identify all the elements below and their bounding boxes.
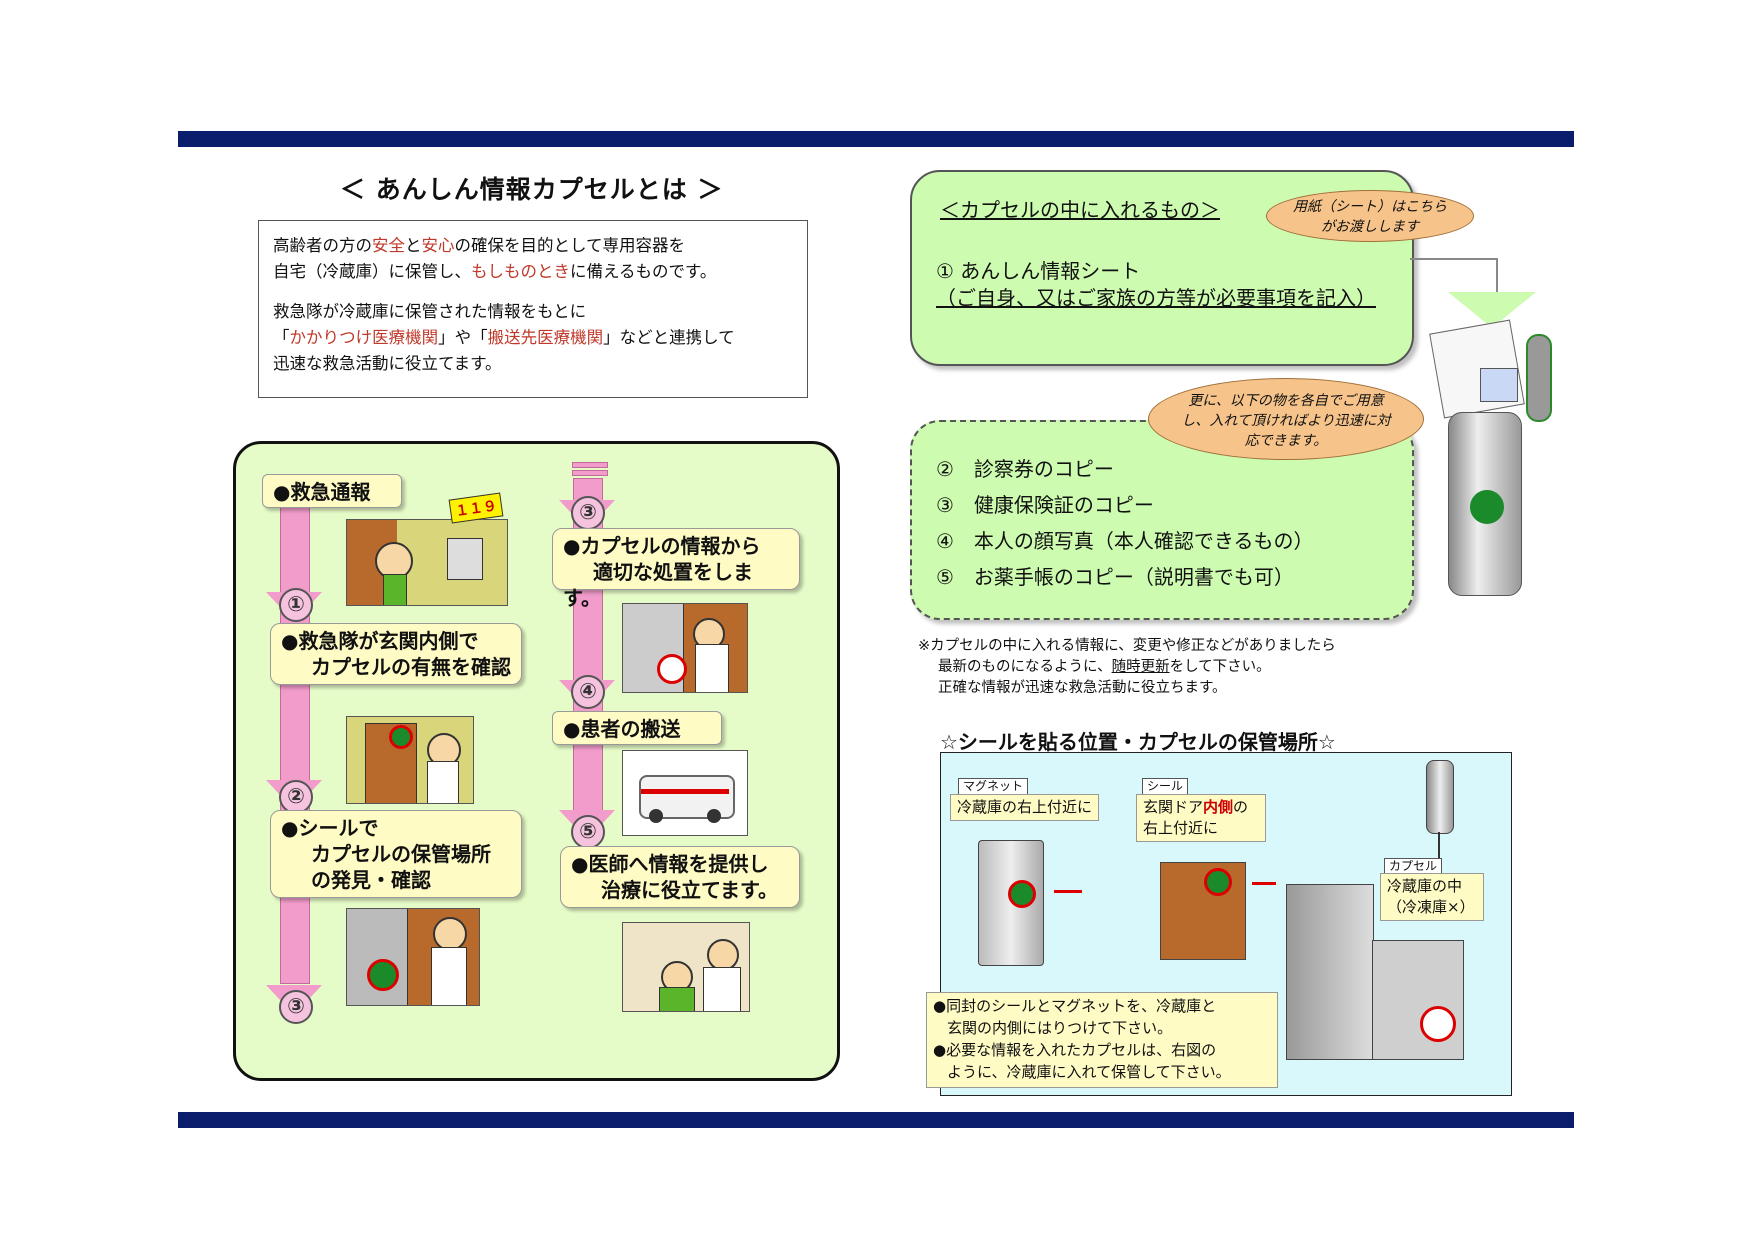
flow-arrow-top-stub: [572, 462, 608, 468]
seal-label: 玄関ドア内側の右上付近に: [1136, 794, 1266, 842]
capsule-tag: カプセル: [1384, 858, 1443, 875]
ambulance-illustration: [622, 750, 748, 836]
update-notice: ※カプセルの中に入れる情報に、変更や修正などがありましたら 最新のものになるよう…: [918, 638, 1336, 696]
emergency-call-illustration: [346, 519, 508, 606]
step-emergency-call: ●救急通報: [262, 474, 402, 508]
capsule-location-marker: [1420, 1006, 1456, 1042]
step-5-box: ●医師へ情報を提供し治療に役立てます。: [560, 846, 800, 908]
intro-paragraph-2: 救急隊が冷蔵庫に保管された情報をもとに 「かかりつけ医療機関」や「搬送先医療機関…: [273, 302, 735, 373]
down-arrow-to-capsule: [1410, 258, 1498, 296]
bottom-rule: [178, 1112, 1574, 1128]
optional-item-4: ④ 本人の顔写真（本人確認できるもの）: [936, 529, 1314, 553]
placement-instructions: ●同封のシールとマグネットを、冷蔵庫と 玄関の内側にはりつけて下さい。 ●必要な…: [926, 992, 1278, 1088]
photo-card-illustration: [1480, 368, 1518, 402]
flow-arrow-top-stub-2: [572, 470, 608, 476]
step-number-4: ④: [571, 675, 605, 709]
seal-tag: シール: [1142, 778, 1189, 795]
intro-box: 高齢者の方の安全と安心の確保を目的として専用容器を 自宅（冷蔵庫）に保管し、もし…: [258, 220, 808, 398]
seal-icon-2: [367, 959, 399, 991]
doctor-illustration: [622, 922, 750, 1012]
contents-item-1: ① あんしん情報シート: [936, 259, 1141, 283]
magnet-tag: マグネット: [958, 778, 1029, 795]
arrow-seal: [1252, 882, 1276, 885]
bubble-optional-items: 更に、以下の物を各自でご用意し、入れて頂ければより迅速に対応できます。: [1148, 378, 1424, 460]
flow-arrow-left: [280, 502, 310, 984]
capsule-line: [1438, 832, 1440, 862]
placement-heading: ☆シールを貼る位置・カプセルの保管場所☆: [940, 730, 1336, 754]
step-2-box: ●シールでカプセルの保管場所の発見・確認: [270, 810, 522, 898]
intro-paragraph-1: 高齢者の方の安全と安心の確保を目的として専用容器を 自宅（冷蔵庫）に保管し、もし…: [273, 236, 717, 281]
entrance-door-illustration: [1160, 862, 1246, 960]
optional-item-2: ② 診察券のコピー: [936, 457, 1114, 481]
contents-heading: ＜カプセルの中に入れるもの＞: [940, 198, 1220, 222]
seal-icon: [389, 725, 413, 749]
entrance-check-illustration: [346, 716, 474, 804]
optional-item-5: ⑤ お薬手帳のコピー（説明書でも可）: [936, 565, 1294, 589]
capsule-lid: [1526, 334, 1552, 422]
treatment-illustration: [622, 603, 748, 693]
step-number-5: ⑤: [571, 815, 605, 849]
person-icon: [375, 542, 413, 580]
step-number-3: ③: [279, 990, 313, 1024]
phone-icon: [447, 538, 483, 580]
step-3-box: ●カプセルの情報から適切な処置をします。: [552, 528, 800, 610]
seal-discovery-illustration: [346, 908, 480, 1006]
top-rule: [178, 131, 1574, 147]
magnet-marker: [1008, 880, 1036, 908]
step-number-2: ②: [279, 780, 313, 814]
capsule-small-illustration: [1426, 760, 1454, 834]
bubble-sheet-provided: 用紙（シート）はこちらがお渡しします: [1266, 190, 1474, 242]
contents-item-1-note: （ご自身、又はご家族の方等が必要事項を記入）: [936, 286, 1376, 310]
fridge-door-open: [1372, 940, 1464, 1060]
step-4-box: ●患者の搬送: [552, 711, 722, 745]
open-fridge-illustration: [1286, 884, 1374, 1060]
capsule-label: 冷蔵庫の中 （冷凍庫×）: [1380, 873, 1484, 921]
optional-item-3: ③ 健康保険証のコピー: [936, 493, 1154, 517]
arrow-magnet: [1054, 890, 1082, 893]
capsule-seal-icon: [1470, 490, 1504, 524]
capsule-icon: [657, 654, 687, 684]
step-number-3b: ③: [571, 496, 605, 530]
page-title: ＜ あんしん情報カプセルとは ＞: [340, 175, 724, 204]
magnet-label: 冷蔵庫の右上付近に: [950, 794, 1100, 821]
seal-marker: [1204, 868, 1232, 896]
step-1-box: ●救急隊が玄関内側でカプセルの有無を確認: [270, 623, 522, 685]
step-number-1: ①: [279, 588, 313, 622]
